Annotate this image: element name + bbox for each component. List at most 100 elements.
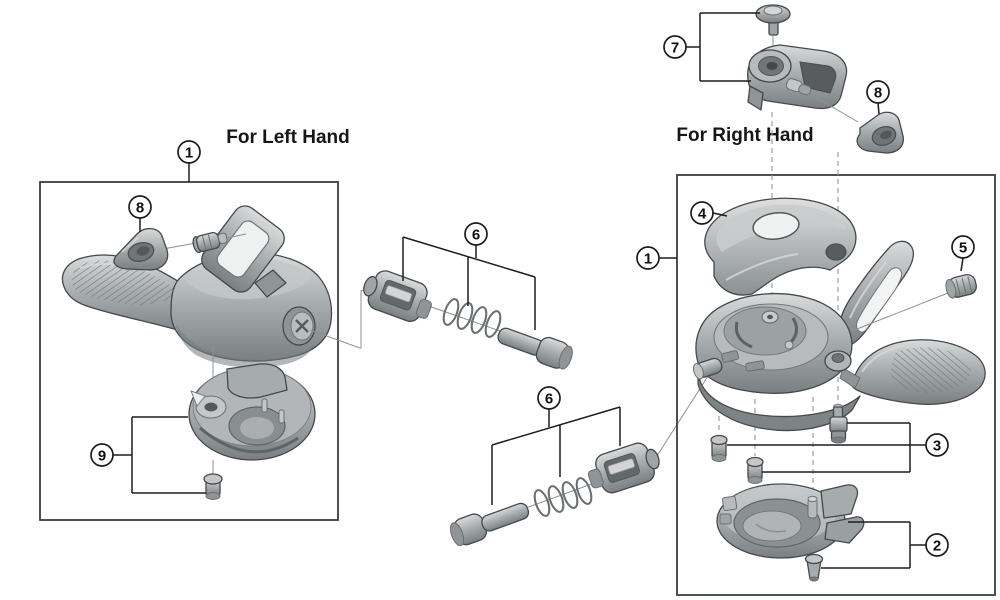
callout-circle — [663, 35, 687, 59]
spring-coil — [575, 477, 593, 505]
bracket-fixing-bolt — [755, 4, 791, 36]
release-lever-highlight — [849, 261, 887, 319]
pin-ridge — [202, 236, 207, 250]
callout-bracket — [402, 236, 536, 330]
barrel-tube — [481, 502, 530, 532]
spring-coil — [456, 302, 474, 330]
callout-left-cover-unit: 9 — [90, 416, 206, 494]
callout-circle — [925, 533, 949, 557]
callout-right-bracket: 7 — [663, 12, 760, 82]
callout-right-upper-cover: 4 — [690, 201, 728, 225]
bracket-body — [747, 44, 848, 111]
holder-bar — [607, 458, 636, 475]
clamp-band-window — [216, 220, 270, 278]
callout-number: 8 — [874, 85, 882, 102]
spring-coil — [547, 485, 565, 513]
link-arm — [839, 367, 861, 389]
spring-coil — [470, 306, 488, 334]
pin-to-nut-line — [811, 94, 859, 123]
disc-recess-floor — [240, 417, 274, 439]
spring-coil — [533, 489, 551, 517]
callout-lower-cover: 2 — [821, 521, 949, 569]
screw-base — [747, 476, 763, 484]
cable-adjuster-upper: 6 — [363, 222, 573, 370]
holder-nose — [415, 298, 432, 319]
right-section: For Right Hand — [636, 4, 996, 596]
left-base-disc — [188, 363, 316, 461]
pin-ridge — [207, 234, 213, 249]
holder-nose — [587, 468, 604, 489]
disc-fin — [226, 363, 288, 399]
callout-bracket — [686, 12, 760, 82]
spring-coil — [484, 310, 502, 338]
callout-left-clamp-nut: 8 — [128, 195, 152, 232]
pivot-bolt — [831, 353, 845, 363]
screw-head — [710, 434, 728, 446]
callout-circle — [925, 433, 949, 457]
right-clamp-nut — [856, 111, 904, 154]
paddle-grip-hatch — [71, 260, 180, 305]
callout-left-unit: 1 — [177, 140, 201, 182]
callout-number: 5 — [959, 240, 967, 257]
pin-axis-line — [162, 242, 197, 250]
adjuster-spring — [442, 298, 502, 338]
cover-bowl-floor — [742, 510, 802, 542]
release-lever — [838, 240, 915, 347]
center-boss-hole — [767, 314, 773, 320]
wedge-highlight — [121, 236, 140, 253]
cap-rib — [967, 276, 973, 292]
adjuster-barrel — [449, 502, 530, 547]
pin-seg — [798, 84, 812, 96]
body-detail — [721, 350, 740, 363]
callout-upper-adjuster: 6 — [402, 222, 536, 330]
right-bracket-unit — [747, 4, 859, 123]
paddle-highlight — [861, 344, 909, 373]
disc-slot-arc — [199, 426, 299, 454]
bracket-window — [799, 61, 837, 94]
cable-port-washer — [692, 362, 704, 380]
left-hand-label: For Left Hand — [226, 127, 350, 148]
disc-pin — [261, 398, 268, 413]
bracket-foot — [747, 85, 764, 111]
callout-number: 8 — [136, 200, 144, 217]
clamp-band-foot — [254, 269, 287, 298]
callout-circle — [951, 235, 975, 259]
screw-head — [804, 553, 824, 565]
body-detail — [745, 360, 765, 372]
cable-port — [692, 357, 723, 380]
lower-cover-screw — [804, 553, 824, 582]
mechanism-rivet — [784, 340, 794, 350]
callout-bracket — [491, 406, 621, 505]
callout-number: 1 — [185, 145, 193, 162]
callout-circle — [636, 246, 660, 270]
left-shifter-parts — [61, 205, 372, 500]
cover-pin-top — [807, 495, 818, 503]
barrel-end — [449, 522, 465, 547]
disc-notch — [190, 390, 206, 407]
screw-head — [203, 473, 223, 485]
cover-edge-line — [725, 253, 799, 281]
barrel-end — [558, 345, 573, 370]
spring-coil — [561, 481, 579, 509]
holder-cap — [645, 448, 660, 470]
cable-holder-unit — [363, 270, 432, 322]
callout-circle — [464, 222, 488, 246]
left-anchor-pin — [192, 231, 228, 254]
callout-bracket — [727, 422, 926, 473]
holder-cap — [363, 275, 378, 297]
cable-anchor-pin — [785, 78, 812, 96]
disc-boss-hole — [204, 402, 218, 412]
cover-floor-mark — [755, 523, 787, 533]
cover-side-hole — [825, 243, 847, 261]
paddle-grip-hatch — [891, 347, 971, 393]
callout-right-cap: 5 — [951, 235, 975, 272]
screw-shoulder — [829, 416, 848, 433]
body-lower-skirt — [697, 371, 861, 432]
wedge-hole-inner — [880, 130, 892, 140]
adjuster-spring — [533, 477, 593, 517]
screw-base — [711, 454, 727, 462]
callout-circle — [90, 443, 114, 467]
left-base-screw — [203, 473, 223, 500]
pin-tip — [217, 232, 228, 245]
